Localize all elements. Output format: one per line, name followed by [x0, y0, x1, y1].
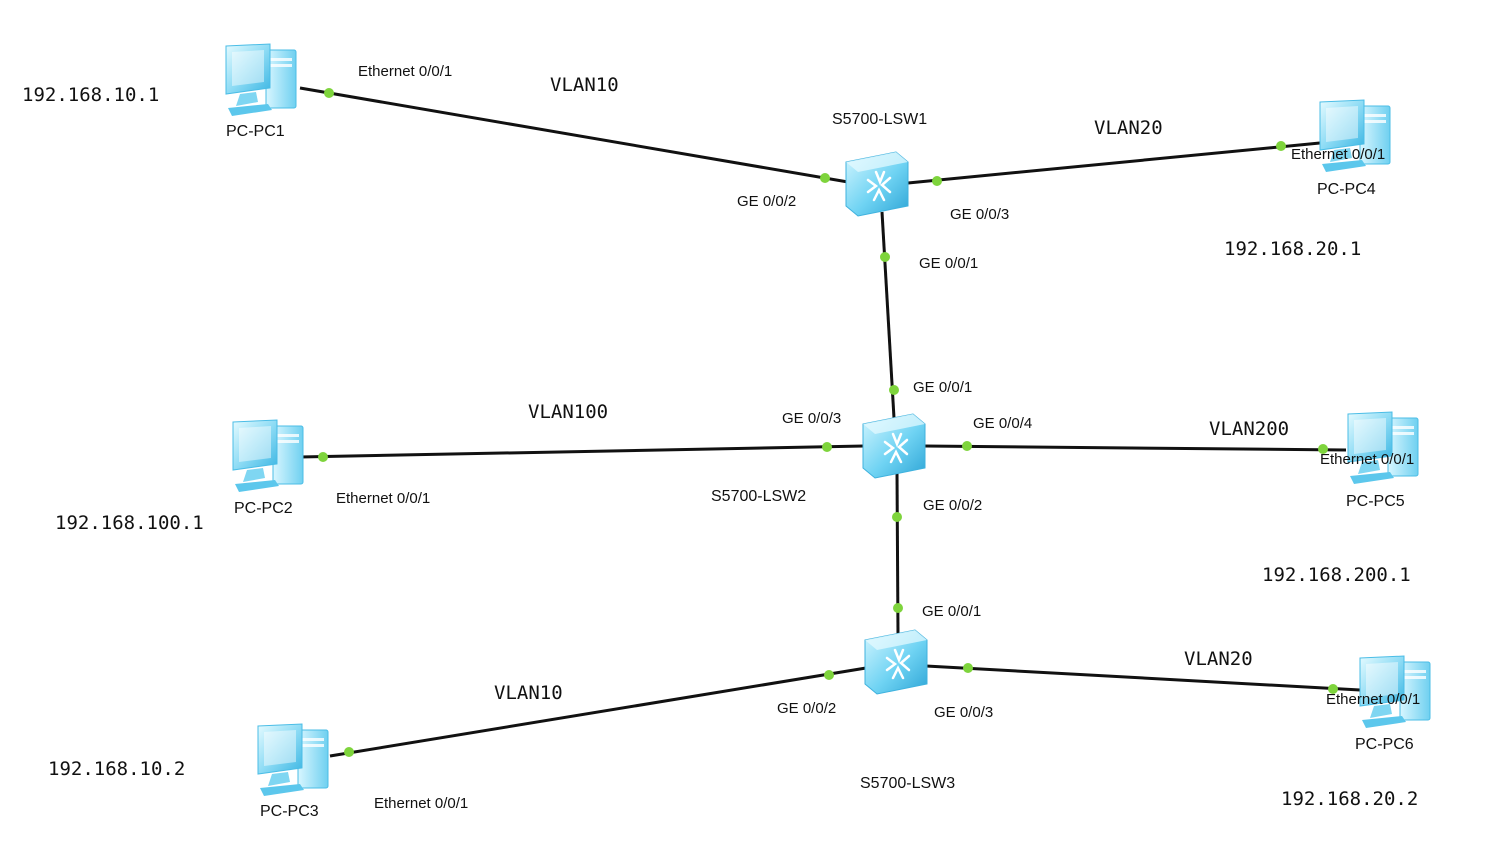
vlan-label: VLAN10: [494, 682, 563, 704]
vlan-label: VLAN10: [550, 74, 619, 96]
port-label: Ethernet 0/0/1: [1326, 691, 1420, 708]
ip-address-label: 192.168.20.2: [1281, 788, 1418, 810]
port-label: Ethernet 0/0/1: [374, 795, 468, 812]
port-dot[interactable]: [1328, 684, 1338, 694]
link-pc1-lsw1: [299, 86, 849, 184]
port-dot[interactable]: [820, 173, 830, 183]
ip-address-label: 192.168.20.1: [1224, 238, 1361, 260]
port-label: Ethernet 0/0/1: [358, 63, 452, 80]
ip-address-label: 192.168.10.2: [48, 758, 185, 780]
port-dot[interactable]: [892, 512, 902, 522]
vlan-label: VLAN20: [1184, 648, 1253, 670]
layer3-switch-icon[interactable]: [861, 412, 927, 480]
vlan-label: VLAN20: [1094, 117, 1163, 139]
port-dot[interactable]: [1318, 444, 1328, 454]
link-pc2-lsw2: [299, 444, 865, 459]
port-label: GE 0/0/1: [922, 603, 981, 620]
ip-address-label: 192.168.10.1: [22, 84, 159, 106]
link-pc3-lsw3: [329, 666, 867, 758]
pc-computer-icon[interactable]: [1347, 411, 1419, 485]
port-label: Ethernet 0/0/1: [1320, 451, 1414, 468]
port-label: GE 0/0/2: [777, 700, 836, 717]
layer3-switch-icon[interactable]: [844, 150, 910, 218]
pc-label: PC-PC5: [1346, 493, 1405, 510]
port-label: GE 0/0/3: [934, 704, 993, 721]
vlan-label: VLAN200: [1209, 418, 1289, 440]
pc-label: PC-PC1: [226, 123, 285, 140]
link-lsw3-pc6: [925, 664, 1361, 692]
port-label: Ethernet 0/0/1: [336, 490, 430, 507]
port-dot[interactable]: [824, 670, 834, 680]
layer3-switch-icon[interactable]: [863, 628, 929, 696]
vlan-label: VLAN100: [528, 401, 608, 423]
pc-label: PC-PC3: [260, 803, 319, 820]
pc-label: PC-PC2: [234, 500, 293, 517]
port-label: Ethernet 0/0/1: [1291, 146, 1385, 163]
port-dot[interactable]: [822, 442, 832, 452]
port-dot[interactable]: [318, 452, 328, 462]
ip-address-label: 192.168.200.1: [1262, 564, 1411, 586]
port-label: GE 0/0/1: [913, 379, 972, 396]
port-label: GE 0/0/4: [973, 415, 1032, 432]
port-label: GE 0/0/3: [950, 206, 1009, 223]
switch-label: S5700-LSW3: [860, 775, 955, 792]
port-dot[interactable]: [880, 252, 890, 262]
port-dot[interactable]: [963, 663, 973, 673]
port-dot[interactable]: [324, 88, 334, 98]
port-label: GE 0/0/3: [782, 410, 841, 427]
pc-computer-icon[interactable]: [225, 43, 297, 117]
link-lsw2-pc5: [923, 444, 1347, 452]
switch-label: S5700-LSW1: [832, 111, 927, 128]
link-lsw1-pc4: [907, 140, 1331, 185]
port-label: GE 0/0/2: [923, 497, 982, 514]
link-lsw1-lsw2: [880, 211, 896, 419]
port-dot[interactable]: [344, 747, 354, 757]
pc-computer-icon[interactable]: [232, 419, 304, 493]
port-label: GE 0/0/2: [737, 193, 796, 210]
port-dot[interactable]: [889, 385, 899, 395]
links-layer: [299, 86, 1361, 758]
port-dots-layer: [318, 88, 1338, 757]
pc-label: PC-PC6: [1355, 736, 1414, 753]
pc-label: PC-PC4: [1317, 181, 1376, 198]
port-dot[interactable]: [932, 176, 942, 186]
port-dot[interactable]: [893, 603, 903, 613]
port-dot[interactable]: [1276, 141, 1286, 151]
port-label: GE 0/0/1: [919, 255, 978, 272]
switch-label: S5700-LSW2: [711, 488, 806, 505]
pc-computer-icon[interactable]: [257, 723, 329, 797]
ip-address-label: 192.168.100.1: [55, 512, 204, 534]
port-dot[interactable]: [962, 441, 972, 451]
